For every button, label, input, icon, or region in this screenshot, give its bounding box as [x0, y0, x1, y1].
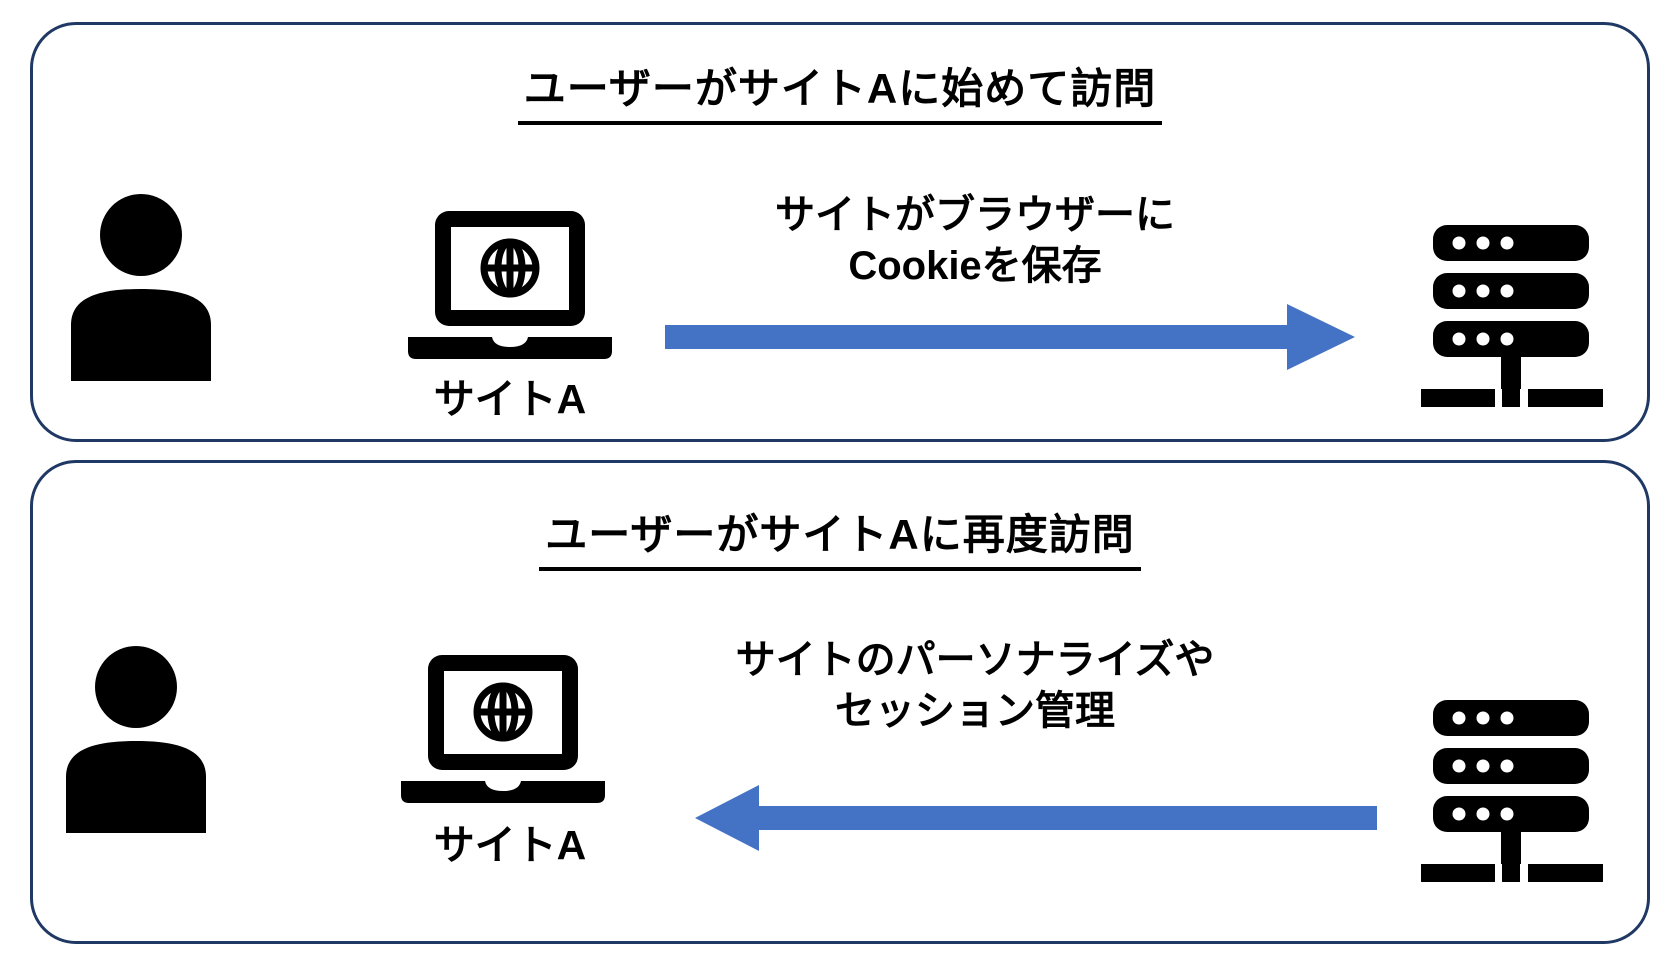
arrow-left-icon [695, 783, 1377, 853]
panel-first-visit-title-text: ユーザーがサイトAに始めて訪問 [517, 55, 1163, 125]
arrow-caption-line1: サイトがブラウザーに [775, 193, 1175, 237]
site-a-label: サイトA [433, 376, 587, 422]
arrow-caption: サイトがブラウザーに Cookieを保存 [630, 190, 1320, 292]
arrow-caption-line2: Cookieを保存 [848, 244, 1102, 289]
laptop-globe-icon [400, 211, 620, 363]
arrow-caption-line2: セッション管理 [835, 689, 1115, 734]
user-silhouette-icon [60, 645, 212, 833]
panel-first-visit: ユーザーがサイトAに始めて訪問 サイトA [30, 22, 1650, 442]
laptop-globe-icon [393, 655, 613, 807]
server-rack-icon [1421, 700, 1603, 884]
arrow-caption: サイトのパーソナライズや セッション管理 [630, 635, 1320, 737]
arrow-caption-line1: サイトのパーソナライズや [735, 638, 1215, 682]
panel-first-visit-title: ユーザーがサイトAに始めて訪問 [33, 55, 1647, 125]
site-a-label: サイトA [433, 822, 587, 868]
user-silhouette-icon [65, 193, 217, 381]
panel-revisit: ユーザーがサイトAに再度訪問 サイトA [30, 460, 1650, 944]
arrow-right-icon [665, 302, 1355, 372]
panel-revisit-title-text: ユーザーがサイトAに再度訪問 [539, 501, 1141, 571]
panel-revisit-title: ユーザーがサイトAに再度訪問 [33, 501, 1647, 571]
server-rack-icon [1421, 225, 1603, 409]
